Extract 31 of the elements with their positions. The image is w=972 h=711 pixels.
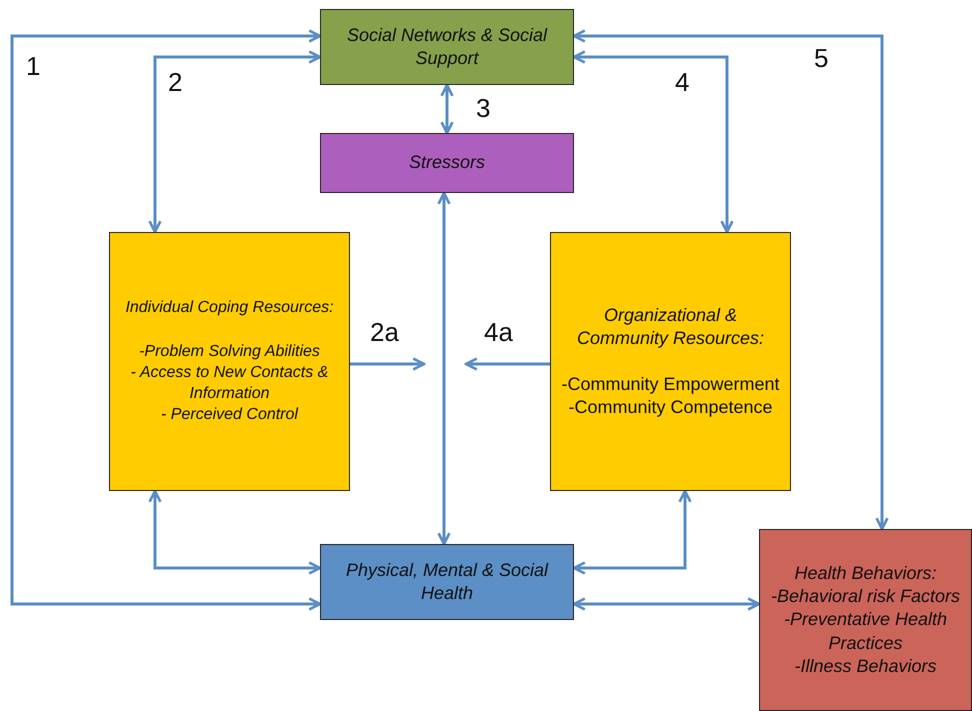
connector-arrow: [572, 29, 889, 530]
process-box: [759, 529, 972, 711]
connector-arrow: [437, 192, 451, 546]
box-text: -Preventative Health Practices: [782, 608, 948, 655]
connector-arrow: [572, 490, 692, 575]
box-text: Social Networks & Social Support: [346, 24, 548, 70]
connector-arrow: [148, 50, 322, 234]
connector-arrow: [572, 50, 734, 234]
box-heading: Organizational & Community Resources:: [576, 304, 766, 350]
connector-arrow: [464, 357, 550, 371]
box-text: - Perceived Control: [161, 404, 298, 425]
box-text: Stressors: [408, 151, 486, 174]
box-text: -Behavioral risk Factors: [770, 584, 960, 608]
process-box: [320, 544, 574, 620]
box-text: Physical, Mental & Social Health: [344, 558, 550, 605]
box-text: -Community Competence: [568, 396, 773, 419]
box-text: - Access to New Contacts & Information: [130, 363, 330, 404]
connector-arrow: [440, 84, 454, 134]
process-box: [109, 232, 350, 491]
connector-arrow: [10, 29, 322, 611]
box-heading: Health Behaviors:: [794, 562, 937, 585]
box-text: -Illness Behaviors: [794, 655, 937, 678]
process-box: [320, 9, 574, 85]
process-box: [320, 133, 574, 193]
connector-arrow: [148, 490, 322, 575]
box-text: -Problem Solving Abilities: [139, 342, 320, 362]
box-heading: Individual Coping Resources:: [125, 298, 334, 318]
box-text: -Community Empowerment: [561, 372, 780, 396]
connector-arrow: [572, 597, 760, 611]
process-box: [550, 232, 791, 491]
connector-arrow: [350, 357, 426, 371]
